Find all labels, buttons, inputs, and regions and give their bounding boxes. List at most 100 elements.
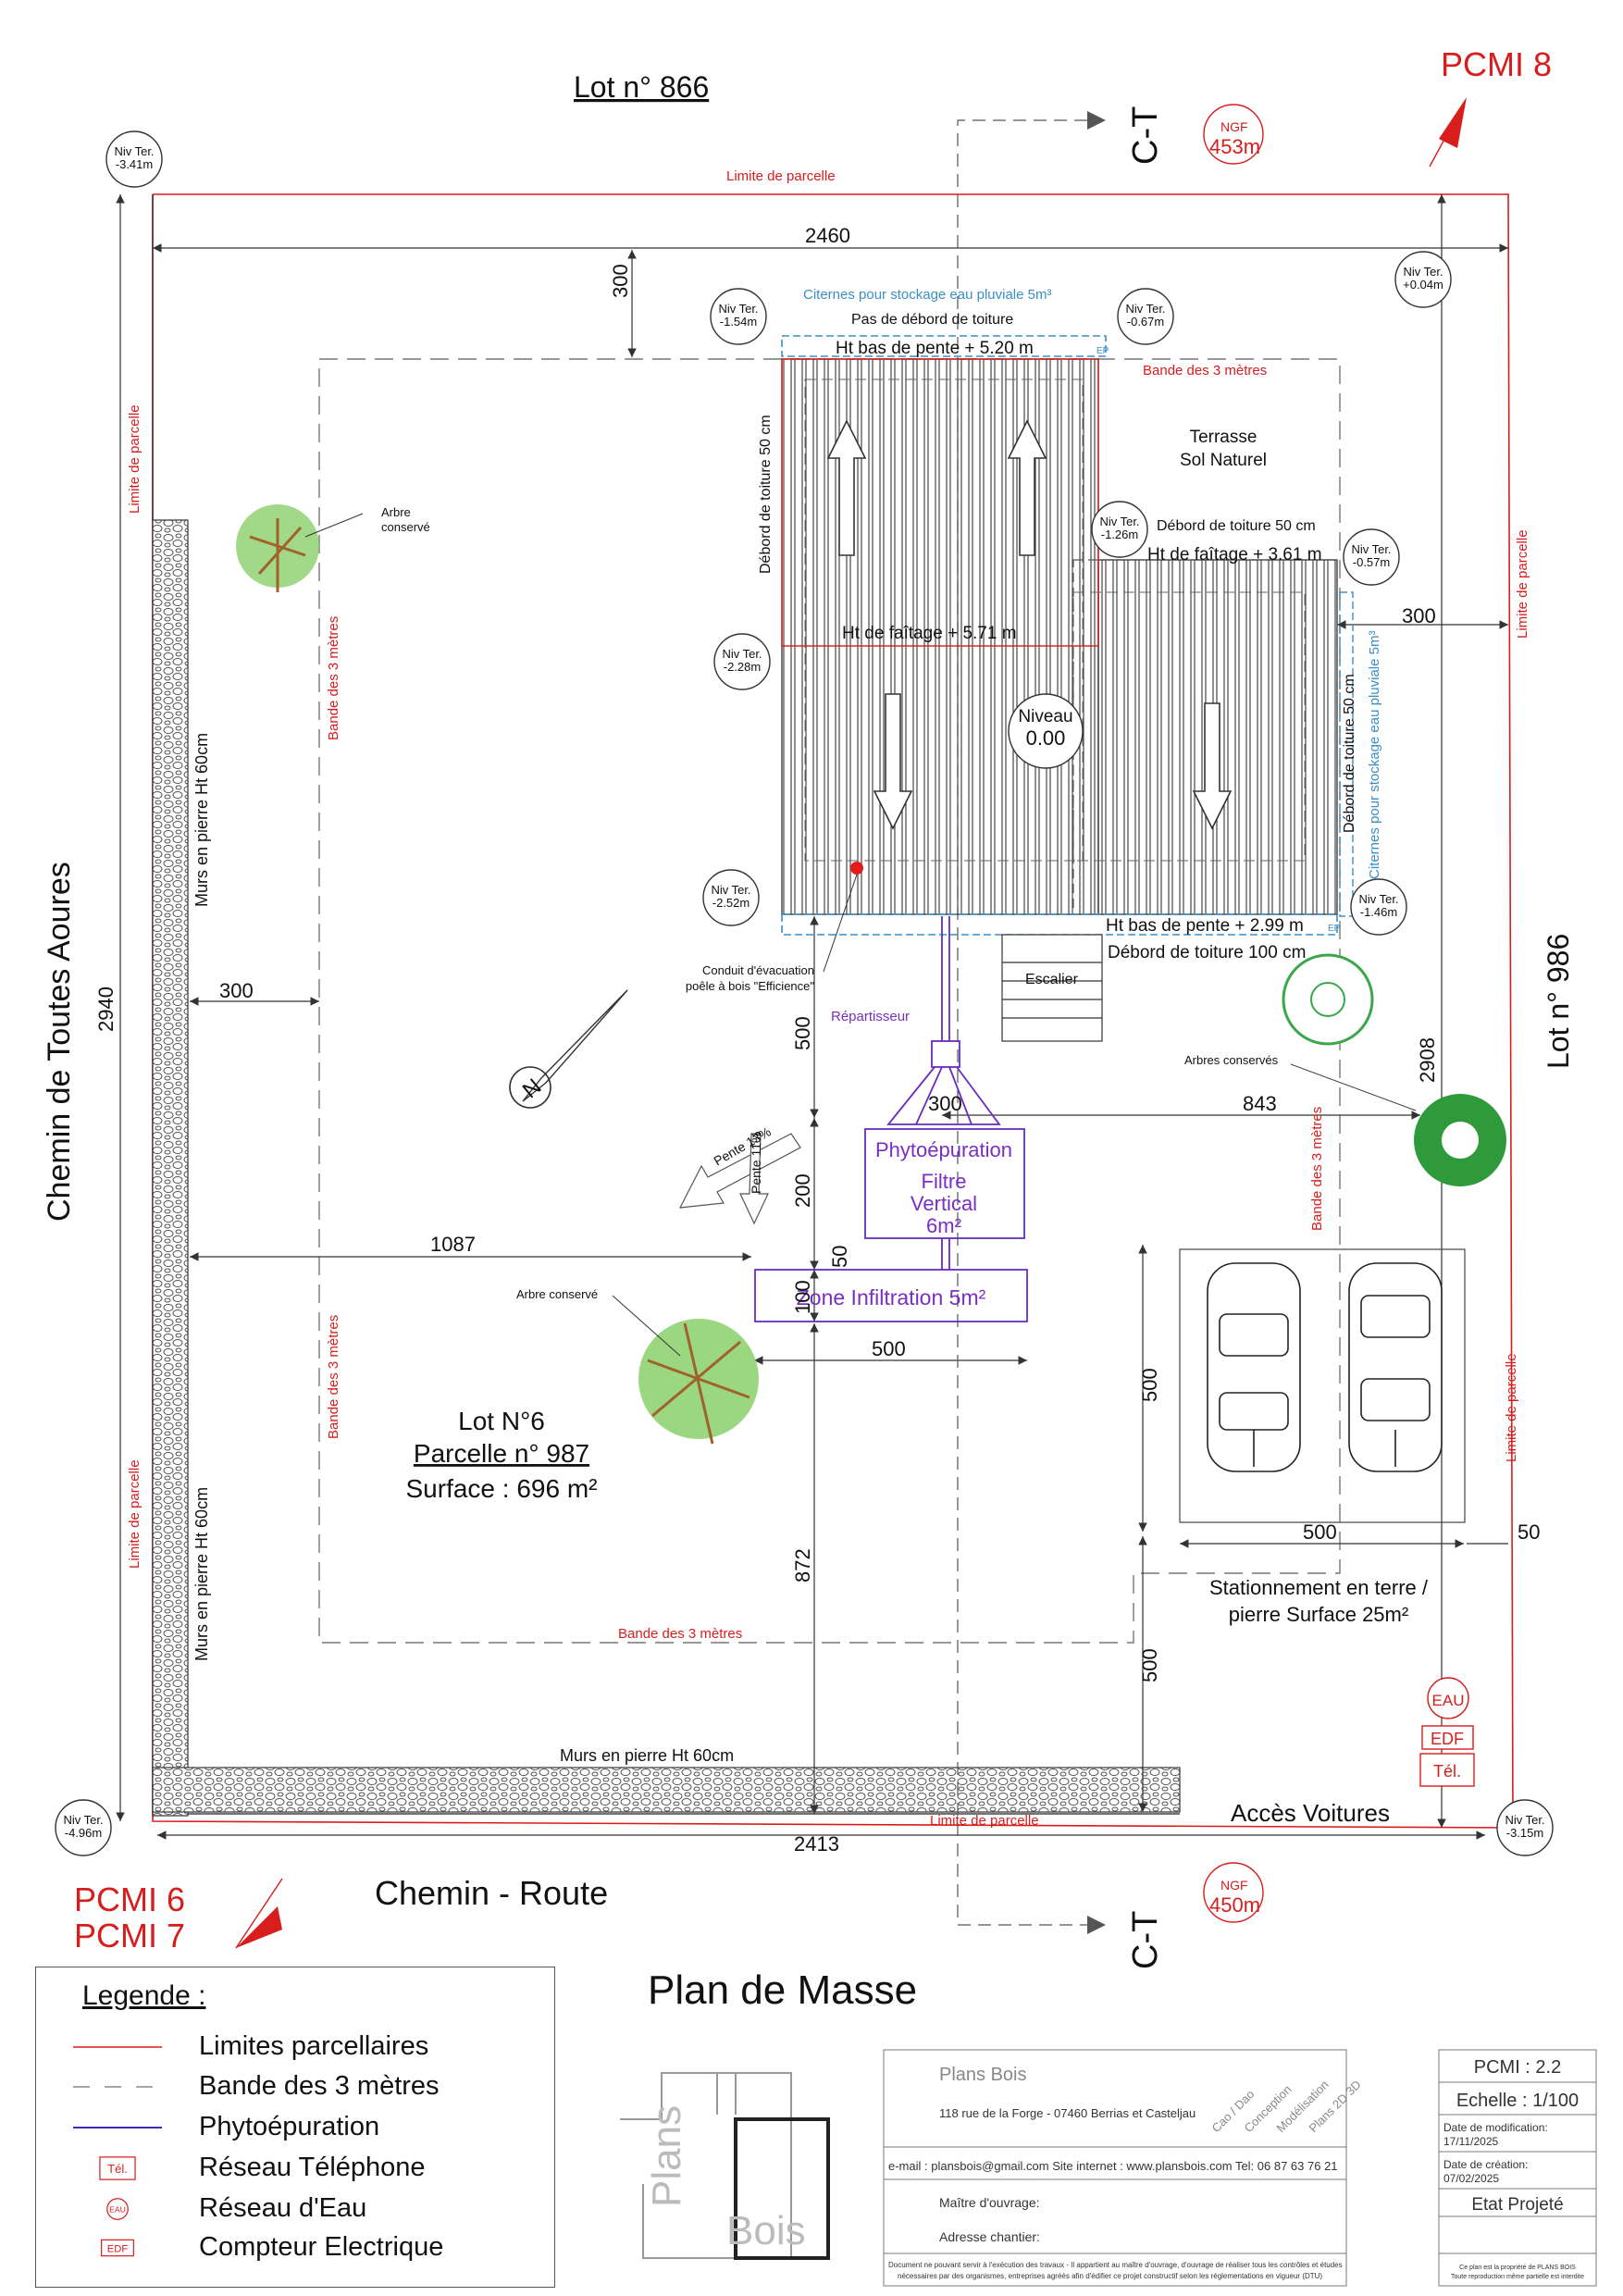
plans-bois-logo: Plans Bois <box>620 2072 830 2260</box>
svg-text:-0.57m: -0.57m <box>1353 555 1390 569</box>
svg-text:200: 200 <box>791 1173 814 1208</box>
svg-text:Niv Ter.: Niv Ter. <box>711 883 750 897</box>
murs-left-1: Murs en pierre Ht 60cm <box>192 733 211 907</box>
slope-arrow-13 <box>678 1133 801 1209</box>
limite-left-1: Limite de parcelle <box>127 404 142 514</box>
bande-left-1: Bande des 3 mètres <box>326 616 341 740</box>
car-right <box>1348 1262 1443 1472</box>
svg-text:Niv Ter.: Niv Ter. <box>63 1813 103 1827</box>
tree-right-1 <box>1282 953 1374 1046</box>
legend-edf-symbol: EDF <box>101 2239 134 2257</box>
svg-text:-1.46m: -1.46m <box>1360 905 1397 919</box>
svg-text:-3.41m: -3.41m <box>116 157 153 171</box>
stove-flue-dot <box>850 862 863 875</box>
niveau-circle <box>1008 693 1084 769</box>
legend-item-tel: Tél. Réseau Téléphone <box>36 2149 554 2186</box>
legend: Legende : Limites parcellaires Bande des… <box>35 1967 555 2288</box>
dimension-lines <box>116 194 1508 1840</box>
section-line-top <box>957 119 1087 1926</box>
ht-bas-top: Ht bas de pente + 5.20 m <box>836 339 1034 358</box>
svg-text:2908: 2908 <box>1416 1037 1439 1083</box>
terrasse-1: Terrasse <box>1190 428 1258 447</box>
pcmi-number: PCMI : 2.2 <box>1474 2057 1561 2078</box>
tree-top-left <box>236 504 319 592</box>
svg-text:conservé: conservé <box>381 520 430 534</box>
lot-top-label: Lot n° 866 <box>574 70 709 104</box>
svg-text:EDF: EDF <box>107 2243 129 2254</box>
svg-text:EDF: EDF <box>1431 1730 1464 1748</box>
eau-symbol <box>1427 1677 1469 1719</box>
svg-text:Tél.: Tél. <box>107 2162 128 2176</box>
svg-text:50: 50 <box>828 1246 851 1268</box>
legend-purple-line <box>73 2127 162 2128</box>
niveau-value: 0.00 <box>1026 726 1066 750</box>
citernes-top: Citernes pour stockage eau pluviale 5m³ <box>803 287 1051 303</box>
svg-text:843: 843 <box>1243 1092 1277 1115</box>
svg-text:500: 500 <box>1138 1368 1161 1402</box>
stone-wall-bottom <box>152 1767 1181 1813</box>
edf-symbol <box>1421 1725 1474 1750</box>
svg-text:EAU: EAU <box>1432 1692 1465 1709</box>
pcmi-7: PCMI 7 <box>74 1917 185 1955</box>
svg-text:2413: 2413 <box>794 1832 839 1855</box>
lot-number: Lot N°6 <box>458 1407 545 1435</box>
phyto-3: Vertical <box>911 1192 977 1215</box>
svg-text:EP: EP <box>1096 346 1109 356</box>
zone-infiltration: Zone Infiltration 5m² <box>797 1285 986 1309</box>
svg-text:Toute reproduction même partie: Toute reproduction même partielle est in… <box>1451 2274 1584 2280</box>
legend-dashed-line <box>73 2086 162 2088</box>
debord-mid: Débord de toiture 50 cm <box>1157 518 1316 534</box>
legend-item-limites: Limites parcellaires <box>36 2028 554 2065</box>
bande-left-2: Bande des 3 mètres <box>326 1315 341 1439</box>
svg-text:Bois: Bois <box>726 2208 806 2253</box>
company-contact: e-mail : plansbois@gmail.com Site intern… <box>888 2159 1338 2173</box>
svg-text:Ce plan est la propriété de PL: Ce plan est la propriété de PLANS BOIS <box>1459 2265 1576 2271</box>
bande-right: Bande des 3 mètres <box>1309 1107 1325 1231</box>
pente-11: Pente 11% <box>749 1132 763 1194</box>
car-left <box>1207 1262 1301 1472</box>
stationnement-1: Stationnement en terre / <box>1209 1576 1429 1599</box>
stairs <box>1001 934 1103 1042</box>
stone-wall-left <box>152 519 189 1817</box>
svg-text:Niv Ter.: Niv Ter. <box>718 302 758 316</box>
legend-item-phyto: Phytoépuration <box>36 2108 554 2145</box>
ngf-bottom-circle <box>1203 1862 1264 1923</box>
legend-item-edf: EDF Compteur Electrique <box>36 2228 554 2265</box>
gutter-bottom <box>781 913 1338 936</box>
svg-text:300: 300 <box>609 264 632 298</box>
gutter-right <box>1339 591 1354 917</box>
niv-ter-markers <box>55 130 1554 1856</box>
legend-title: Legende : <box>82 1980 206 2011</box>
parcelle: Parcelle n° 987 <box>414 1439 589 1468</box>
svg-text:Maître d'ouvrage:: Maître d'ouvrage: <box>939 2195 1040 2210</box>
svg-text:Niv Ter.: Niv Ter. <box>1351 542 1391 556</box>
title-block: Plans Bois Plans Bois 118 rue de la Forg… <box>620 2049 1597 2287</box>
svg-text:EP: EP <box>1328 924 1341 934</box>
svg-text:Niv Ter.: Niv Ter. <box>1358 892 1398 906</box>
repartisseur: Répartisseur <box>831 1009 910 1024</box>
pcmi-6: PCMI 6 <box>74 1880 185 1918</box>
svg-text:Niv Ter.: Niv Ter. <box>1125 302 1165 316</box>
access-label: Accès Voitures <box>1231 1799 1390 1827</box>
project-state: Etat Projeté <box>1471 2195 1563 2215</box>
svg-text:Arbre conservé: Arbre conservé <box>516 1287 598 1301</box>
conduit-2: poêle à bois "Efficience" <box>686 979 814 993</box>
roof-slope-arrows <box>826 419 1233 830</box>
limite-left-2: Limite de parcelle <box>127 1459 142 1569</box>
debord-100: Débord de toiture 100 cm <box>1108 943 1306 962</box>
company-name: Plans Bois <box>939 2065 1027 2085</box>
debord-left: Débord de toiture 50 cm <box>758 415 774 574</box>
ht-faitage-1: Ht de faîtage + 5.71 m <box>842 624 1017 643</box>
svg-text:872: 872 <box>791 1548 814 1582</box>
svg-text:Plans: Plans <box>644 2105 689 2207</box>
svg-text:Niv Ter.: Niv Ter. <box>114 144 154 158</box>
svg-text:-1.54m: -1.54m <box>720 315 757 329</box>
murs-left-2: Murs en pierre Ht 60cm <box>192 1487 211 1661</box>
svg-text:Niv Ter.: Niv Ter. <box>1099 515 1139 528</box>
debord-right: Débord de toiture 50 cm <box>1342 674 1357 833</box>
citernes-right: Citernes pour stockage eau pluviale 5m³ <box>1367 631 1382 879</box>
company-address: 118 rue de la Forge - 07460 Berrias et C… <box>939 2106 1196 2120</box>
svg-text:-2.28m: -2.28m <box>724 660 761 674</box>
ht-bas-bottom: Ht bas de pente + 2.99 m <box>1106 916 1304 936</box>
